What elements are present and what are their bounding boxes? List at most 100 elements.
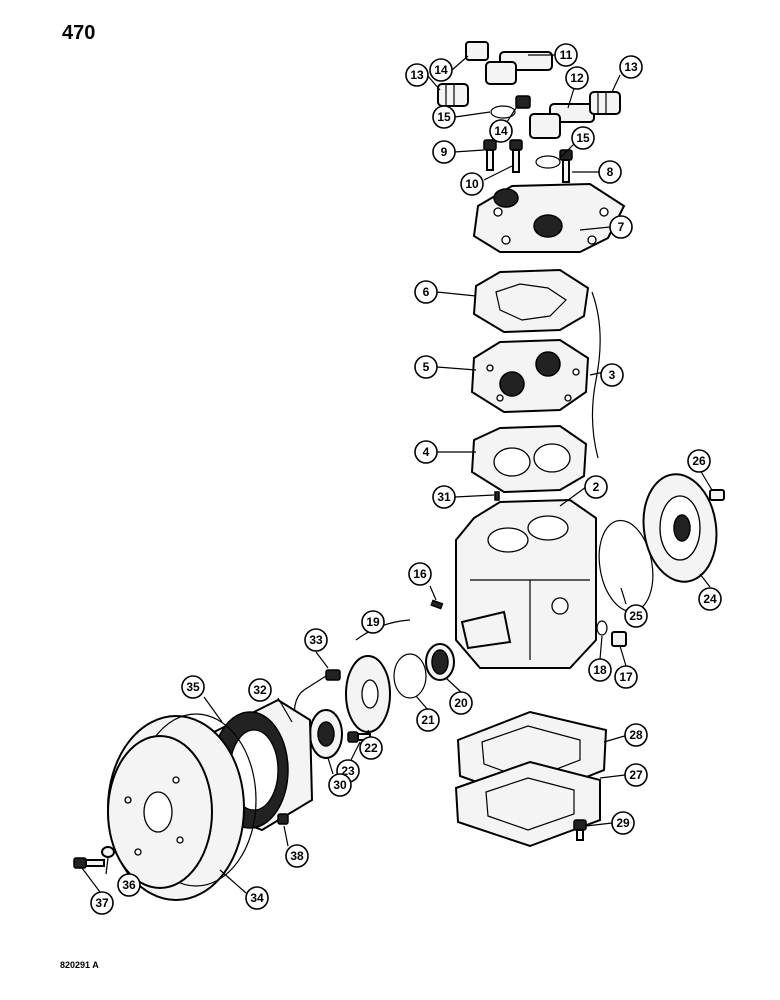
callout-15-left: 15 — [432, 105, 456, 129]
compressor-body-2 — [455, 498, 597, 669]
svg-text:20: 20 — [454, 696, 468, 710]
valve-plate-5 — [470, 338, 590, 414]
callout-6: 6 — [414, 280, 438, 304]
gasket-4 — [470, 424, 588, 494]
end-cover-24 — [642, 473, 718, 583]
field-coil-35 — [211, 698, 314, 832]
callout-27: 27 — [624, 763, 648, 787]
svg-text:12: 12 — [570, 71, 584, 85]
callout-12: 12 — [565, 66, 589, 90]
svg-text:34: 34 — [250, 891, 264, 905]
svg-text:15: 15 — [576, 131, 590, 145]
svg-text:7: 7 — [618, 220, 625, 234]
callout-8: 8 — [598, 160, 622, 184]
gasket-6 — [472, 268, 590, 334]
bolt-37 — [73, 857, 105, 869]
screw-38 — [277, 813, 289, 825]
callout-3: 3 — [600, 363, 624, 387]
svg-text:17: 17 — [619, 670, 633, 684]
callout-30: 30 — [328, 773, 352, 797]
cylinder-head-7 — [472, 182, 626, 253]
dowel-pin-31 — [494, 491, 500, 501]
bearing-30 — [309, 709, 343, 759]
callout-29: 29 — [611, 811, 635, 835]
callout-4: 4 — [414, 440, 438, 464]
callout-14-top: 14 — [429, 58, 453, 82]
callout-19: 19 — [361, 610, 385, 634]
svg-text:11: 11 — [560, 48, 573, 62]
svg-text:13: 13 — [624, 60, 638, 74]
svg-text:21: 21 — [421, 713, 435, 727]
callout-11: 11 — [554, 43, 578, 67]
callout-26: 26 — [687, 449, 711, 473]
svg-text:37: 37 — [95, 896, 109, 910]
svg-text:10: 10 — [465, 177, 479, 191]
svg-text:38: 38 — [290, 849, 304, 863]
svg-text:26: 26 — [692, 454, 706, 468]
bolt-8 — [559, 149, 573, 183]
svg-text:2: 2 — [593, 480, 600, 494]
callout-9: 9 — [432, 140, 456, 164]
callout-32: 32 — [248, 678, 272, 702]
callout-13-left: 13 — [405, 63, 429, 87]
svg-text:28: 28 — [629, 728, 643, 742]
svg-text:24: 24 — [703, 592, 717, 606]
callout-28: 28 — [624, 723, 648, 747]
callout-25: 25 — [624, 604, 648, 628]
callout-33: 33 — [304, 628, 328, 652]
leader-lines — [81, 54, 713, 894]
svg-text:13: 13 — [410, 68, 424, 82]
svg-text:6: 6 — [423, 285, 430, 299]
svg-text:36: 36 — [122, 878, 136, 892]
svg-text:25: 25 — [629, 609, 643, 623]
svg-text:14: 14 — [494, 124, 508, 138]
bottom-cover-27 — [454, 760, 601, 848]
svg-text:18: 18 — [593, 663, 607, 677]
callout-34: 34 — [245, 886, 269, 910]
callout-2: 2 — [584, 475, 608, 499]
svg-text:16: 16 — [413, 567, 427, 581]
callout-22: 22 — [359, 736, 383, 760]
callout-14-mid: 14 — [489, 119, 513, 143]
plug-17 — [611, 631, 627, 647]
o-ring-15-right — [535, 155, 561, 169]
svg-text:4: 4 — [423, 445, 430, 459]
seal-plate-22 — [345, 655, 391, 733]
svg-text:14: 14 — [434, 63, 448, 77]
connector-13-left — [437, 83, 469, 107]
svg-text:32: 32 — [253, 683, 267, 697]
svg-text:35: 35 — [186, 680, 200, 694]
shaft-seal-20 — [425, 643, 455, 681]
svg-text:31: 31 — [437, 490, 451, 504]
bolt-10 — [509, 139, 523, 173]
callout-7: 7 — [609, 215, 633, 239]
callout-20: 20 — [449, 691, 473, 715]
pulley-34 — [107, 713, 257, 901]
callout-38: 38 — [285, 844, 309, 868]
figure-code: 820291 A — [60, 960, 99, 970]
key-16 — [430, 599, 444, 610]
fitting-11 — [465, 41, 553, 85]
callout-5: 5 — [414, 355, 438, 379]
svg-text:9: 9 — [441, 145, 448, 159]
connector-13-right — [589, 91, 621, 115]
svg-text:29: 29 — [616, 816, 630, 830]
callout-21: 21 — [416, 708, 440, 732]
bolt-9 — [483, 139, 497, 171]
svg-text:8: 8 — [607, 165, 614, 179]
callout-10: 10 — [460, 172, 484, 196]
callout-24: 24 — [698, 587, 722, 611]
washer-36 — [101, 846, 115, 858]
o-ring-18 — [596, 620, 608, 636]
callout-17: 17 — [614, 665, 638, 689]
bolt-29 — [573, 819, 587, 841]
svg-text:5: 5 — [423, 360, 430, 374]
connector-33 — [325, 669, 341, 681]
nut-14 — [515, 95, 531, 109]
callout-18: 18 — [588, 658, 612, 682]
callout-36: 36 — [117, 873, 141, 897]
callout-15-right: 15 — [571, 126, 595, 150]
callout-35: 35 — [181, 675, 205, 699]
callout-13-right: 13 — [619, 55, 643, 79]
